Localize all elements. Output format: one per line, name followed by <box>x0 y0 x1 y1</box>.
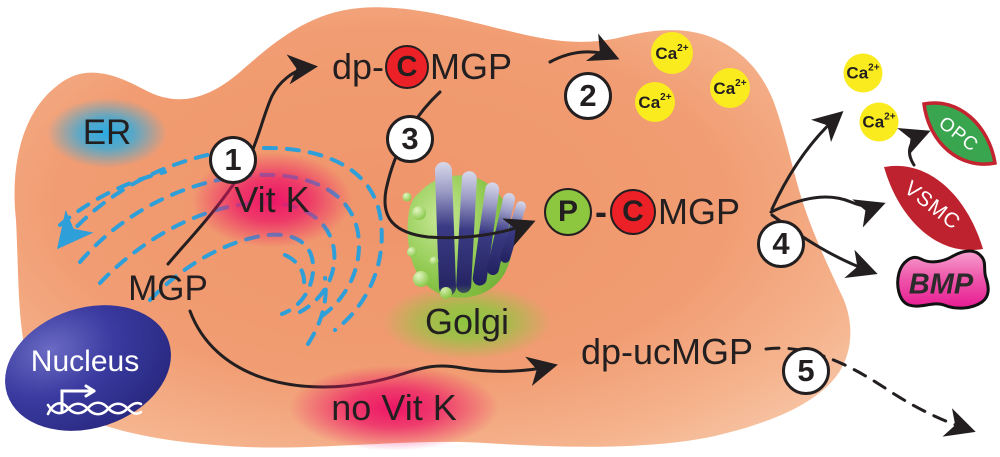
er-glow <box>47 98 167 168</box>
no-vitk-label: no Vit K <box>331 387 457 428</box>
arrow-pcmgp-to-calcium <box>770 111 844 211</box>
bmp-label: BMP <box>908 268 974 301</box>
mgp-label: MGP <box>128 269 208 308</box>
golgi-glow <box>382 284 552 360</box>
arrow-mgp-to-dpcmgp <box>166 54 318 266</box>
arrow-pcmgp-to-vsmc <box>769 195 886 228</box>
er-label: ER <box>82 113 132 152</box>
arrow-dpcmgp-release <box>548 33 620 64</box>
dp-prefix-label: dp- <box>332 46 385 87</box>
dp-cmgp-molecule: dp- C MGP <box>332 45 512 89</box>
opc-cell-shape <box>922 101 997 166</box>
vitk-label: Vit K <box>234 179 310 220</box>
step-2-badge: 2 <box>564 72 612 120</box>
nucleus <box>5 305 171 431</box>
step-4-badge: 4 <box>757 220 805 268</box>
bmp-blob-shape <box>896 249 990 310</box>
dp-ucmgp-label: dp-ucMGP <box>580 331 754 372</box>
nucleus-label: Nucleus <box>30 345 140 378</box>
arrow-vsmc-to-opc <box>897 128 931 167</box>
step-3-badge: 3 <box>386 115 434 163</box>
er-membranes <box>56 145 384 346</box>
step-5-badge: 5 <box>782 347 830 395</box>
p-cmgp-molecule: P - C MGP <box>544 188 740 236</box>
vsmc-cell-shape <box>884 165 983 251</box>
golgi-vesicles <box>402 192 452 299</box>
no-vitk-glow <box>289 365 499 451</box>
carboxyl-badge: C <box>385 45 430 89</box>
phosphate-badge: P <box>544 188 592 236</box>
bond-dash: - <box>595 191 607 232</box>
p-cmgp-core-label: MGP <box>658 191 741 232</box>
step-1-badge: 1 <box>209 136 257 184</box>
golgi-label: Golgi <box>424 301 510 342</box>
carboxyl-badge: C <box>610 189 656 235</box>
dp-cmgp-core-label: MGP <box>430 46 513 87</box>
dna-transcription-icon <box>46 384 143 416</box>
